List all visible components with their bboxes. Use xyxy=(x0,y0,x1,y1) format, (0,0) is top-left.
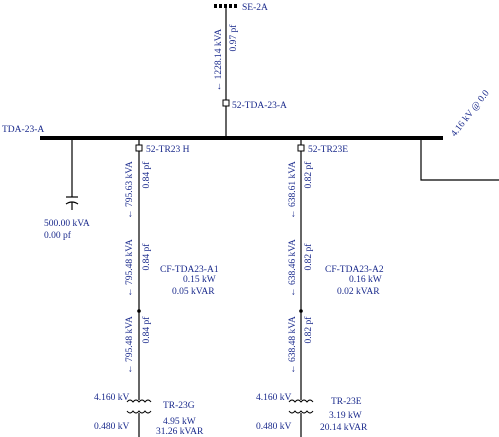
transformer-2-name: TR-23E xyxy=(331,397,362,407)
feeder-2-cable-name: CF-TDA23-A2 xyxy=(325,265,384,275)
feeder-1-cable-name: CF-TDA23-A1 xyxy=(160,265,219,275)
feeder-2[interactable]: 52-TR23E ← 638.61 kVA 0.82 pf ← 638.46 k… xyxy=(256,138,384,437)
main-bus-label: TDA-23-A xyxy=(2,125,44,135)
feeder-2-seg2-pf: 0.82 pf xyxy=(303,243,314,271)
transformer-1-kv-primary: 4.160 kV xyxy=(94,393,130,403)
incomer-arrow: ← xyxy=(214,82,224,92)
feeder-1-cable-node xyxy=(137,309,141,313)
capacitor[interactable]: 500.00 kVA 0.00 pf xyxy=(44,138,90,241)
feeder-2-seg1-pf: 0.82 pf xyxy=(303,161,314,189)
feeder-1-seg2-kva: 795.48 kVA xyxy=(125,239,135,285)
transformer-2[interactable]: 4.160 kV 0.480 kV TR-23E 3.19 kW 20.14 k… xyxy=(256,393,368,437)
feeder-1-breaker-label: 52-TR23 H xyxy=(146,145,190,155)
feeder-1-seg1-flow: ← 795.63 kVA xyxy=(125,161,135,219)
transformer-2-secondary-winding xyxy=(288,410,314,414)
incomer-breaker[interactable]: 52-TDA-23-A xyxy=(222,99,287,111)
transformer-2-primary-winding xyxy=(288,399,314,403)
feeder-2-seg2-kva: 638.46 kVA xyxy=(288,239,298,285)
feeder-1-cable-kvar: 0.05 kVAR xyxy=(172,287,215,297)
transformer-1-secondary-winding xyxy=(126,410,152,414)
feeder-1-cable-kw: 0.15 kW xyxy=(183,275,216,285)
feeder-1-seg1-kva: 795.63 kVA xyxy=(125,161,135,207)
transformer-2-kv-secondary: 0.480 kV xyxy=(256,422,292,432)
feeder-2-seg1-arrow: ← xyxy=(288,209,298,219)
main-bus[interactable]: TDA-23-A 4.16 kV @ 0.0 xyxy=(2,89,492,140)
feeder-2-seg3-pf: 0.82 pf xyxy=(303,316,314,344)
feeder-2-seg1-kva: 638.61 kVA xyxy=(288,161,298,207)
feeder-1-seg2-pf: 0.84 pf xyxy=(141,243,152,271)
feeder-2-seg3-flow: ← 638.48 kVA xyxy=(288,316,298,374)
feeder-2-cable-kvar: 0.02 kVAR xyxy=(337,287,380,297)
transformer-1-primary-winding xyxy=(126,399,152,403)
feeder-1[interactable]: 52-TR23 H ← 795.63 kVA 0.84 pf ← 795.48 … xyxy=(94,138,219,437)
transformer-1-kv-secondary: 0.480 kV xyxy=(94,422,130,432)
feeder-2-breaker-label: 52-TR23E xyxy=(308,145,348,155)
feeder-2-seg2-arrow: ← xyxy=(288,287,298,297)
feeder-1-seg1-arrow: ← xyxy=(125,209,135,219)
tie-line xyxy=(420,138,499,181)
incomer-pf: 0.97 pf xyxy=(228,24,239,52)
feeder-2-seg3-arrow: ← xyxy=(288,364,298,374)
transformer-1-kw: 4.95 kW xyxy=(163,417,196,427)
feeder-2-seg1-flow: ← 638.61 kVA xyxy=(288,161,298,219)
feeder-1-seg2-arrow: ← xyxy=(125,287,135,297)
feeder-1-seg3-pf: 0.84 pf xyxy=(141,316,152,344)
transformer-2-kv-primary: 4.160 kV xyxy=(256,393,292,403)
feeder-1-seg3-kva: 795.48 kVA xyxy=(125,316,135,362)
main-bus-voltage: 4.16 kV @ 0.0 xyxy=(449,89,491,139)
source-bus-label: SE-2A xyxy=(242,3,268,13)
incomer-breaker-label: 52-TDA-23-A xyxy=(232,101,287,111)
feeder-2-seg2-flow: ← 638.46 kVA xyxy=(288,239,298,297)
transformer-1[interactable]: 4.160 kV 0.480 kV TR-23G 4.95 kW 31.26 k… xyxy=(94,393,204,437)
feeder-1-seg3-flow: ← 795.48 kVA xyxy=(125,316,135,374)
incomer-breaker-box xyxy=(222,99,230,107)
feeder-2-seg3-kva: 638.48 kVA xyxy=(288,316,298,362)
incomer-flow-label: ← 1228.14 kVA xyxy=(214,29,224,92)
feeder-2-cable-kw: 0.16 kW xyxy=(349,275,382,285)
capacitor-pf: 0.00 pf xyxy=(44,230,72,241)
feeder-1-seg3-arrow: ← xyxy=(125,364,135,374)
transformer-2-kw: 3.19 kW xyxy=(329,411,362,421)
transformer-1-kvar: 31.26 kVAR xyxy=(156,427,204,437)
feeder-2-cable-node xyxy=(299,309,303,313)
transformer-2-kvar: 20.14 kVAR xyxy=(320,423,368,433)
feeder-1-seg1-pf: 0.84 pf xyxy=(141,161,152,189)
feeder-1-breaker[interactable] xyxy=(135,144,143,152)
source-bus[interactable]: SE-2A xyxy=(214,3,268,13)
transformer-1-name: TR-23G xyxy=(163,401,195,411)
feeder-2-breaker[interactable] xyxy=(297,144,305,152)
feeder-1-seg2-flow: ← 795.48 kVA xyxy=(125,239,135,297)
capacitor-kva: 500.00 kVA xyxy=(44,219,90,229)
incomer-kva: 1228.14 kVA xyxy=(214,29,224,80)
